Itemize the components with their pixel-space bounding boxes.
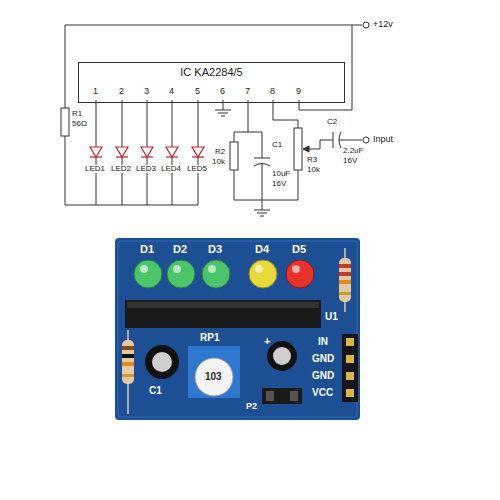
silkscreen-label: D5	[292, 244, 306, 255]
part-name: C2	[326, 118, 338, 126]
pin-name: VCC	[312, 388, 333, 398]
pin-number: 4	[169, 87, 174, 96]
silkscreen-label: +	[264, 336, 270, 347]
part-value: 10uF	[271, 170, 291, 178]
led-symbol	[141, 147, 153, 157]
pcb-photo	[115, 238, 360, 420]
pin-number: 6	[220, 87, 225, 96]
led-symbol	[116, 147, 128, 157]
pin-number: 8	[270, 87, 275, 96]
led-symbol	[147, 100, 148, 147]
silkscreen-label: U1	[325, 312, 338, 322]
silkscreen-label: D2	[173, 244, 187, 255]
pin-name: IN	[318, 337, 328, 347]
part-name: R3	[306, 156, 318, 164]
silkscreen-label: D4	[255, 244, 269, 255]
silkscreen-label: C1	[149, 386, 162, 396]
pin-name: GND	[312, 354, 334, 364]
led-symbol	[192, 147, 204, 157]
led-symbol	[172, 100, 173, 147]
pin-number: 1	[93, 87, 98, 96]
led-symbols	[90, 100, 204, 205]
ic-name: IC KA2284/5	[79, 63, 344, 78]
led-symbol	[166, 147, 178, 157]
schematic-wires	[61, 22, 369, 216]
part-name: R1	[71, 110, 83, 118]
part-value: 2.2uF	[342, 147, 364, 155]
silkscreen-label: P2	[246, 402, 257, 411]
pin-number: 7	[245, 87, 250, 96]
pin-number: 3	[144, 87, 149, 96]
silkscreen-label: D3	[208, 244, 222, 255]
part-name: R2	[214, 148, 226, 156]
silkscreen-label: D1	[140, 244, 154, 255]
part-name: C1	[271, 141, 283, 149]
signal-name: Input	[372, 135, 394, 144]
part-name: LED1	[84, 165, 106, 173]
silkscreen-label: RP1	[200, 333, 219, 343]
led-symbol	[90, 147, 102, 157]
led-symbol	[198, 100, 199, 147]
pin-name: GND	[312, 371, 334, 381]
pin-number: 9	[296, 87, 301, 96]
led-symbol	[96, 100, 97, 147]
part-name: LED5	[186, 165, 208, 173]
part-value: 56Ω	[71, 120, 88, 128]
pin-number: 2	[119, 87, 124, 96]
part-value: 16V	[271, 180, 287, 188]
part-value: 16V	[342, 157, 358, 165]
trimmer-marking: 103	[205, 372, 222, 382]
part-value: 10k	[211, 158, 226, 166]
supply-label: +12v	[372, 20, 394, 29]
part-name: LED3	[135, 165, 157, 173]
part-value: 10k	[306, 166, 321, 174]
ic-box: IC KA2284/5	[78, 62, 345, 103]
part-name: LED2	[110, 165, 132, 173]
led-symbol	[122, 100, 123, 147]
part-name: LED4	[160, 165, 182, 173]
pin-number: 5	[195, 87, 200, 96]
